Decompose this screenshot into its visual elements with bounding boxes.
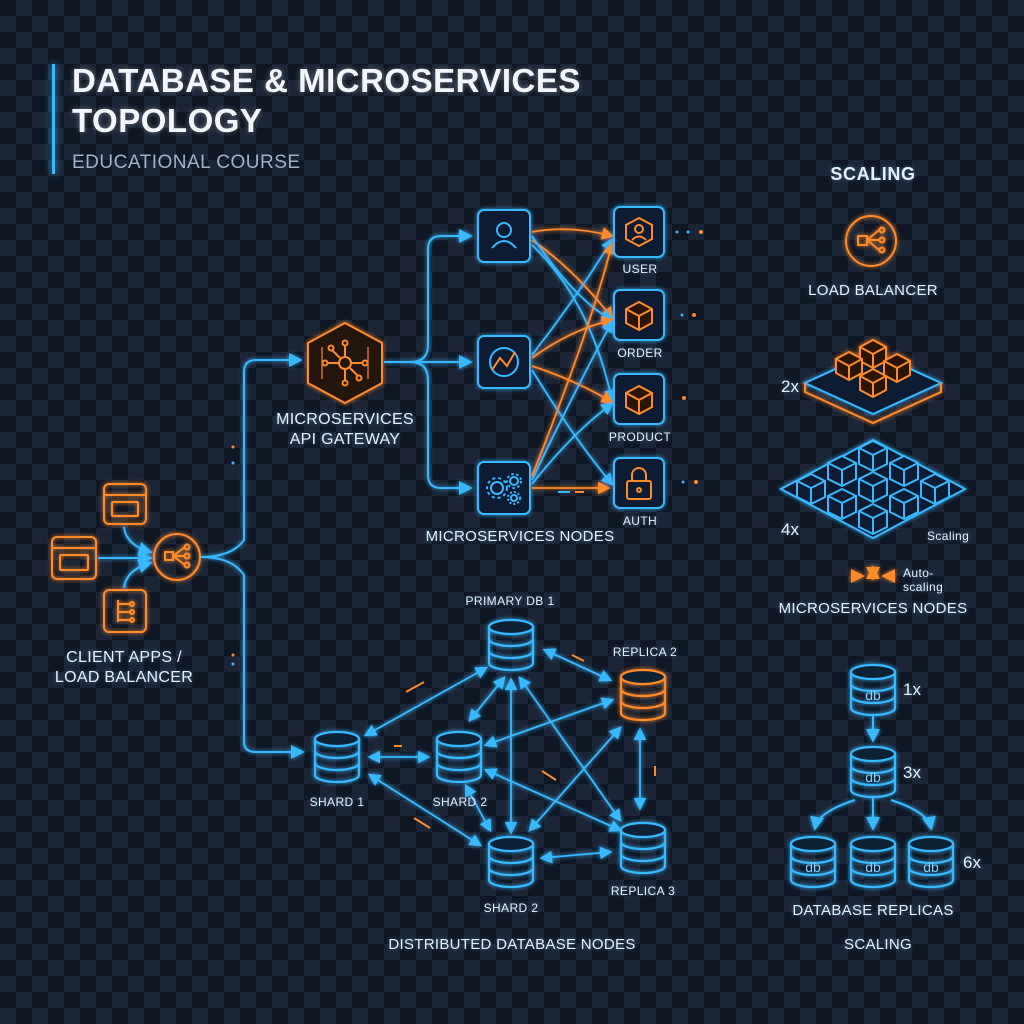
db-connections — [363, 648, 647, 864]
db-text: db — [865, 859, 881, 875]
gateway-label: MICROSERVICES API GATEWAY — [265, 410, 425, 450]
shard-1-label: SHARD 1 — [309, 795, 365, 809]
primary-db-icon — [487, 618, 535, 672]
autoscaling-arrows-icon — [850, 565, 896, 583]
service-label-user: USER — [622, 262, 658, 276]
shard-1-db-icon — [313, 730, 361, 784]
browser-window-icon — [51, 536, 97, 580]
scaling-note: Scaling — [927, 529, 970, 543]
scaling-load-balancer-label: LOAD BALANCER — [808, 282, 938, 299]
scaling-footer-label: SCALING — [844, 936, 912, 953]
autoscaling-label: Auto- scaling — [903, 566, 943, 594]
page-subtitle: EDUCATIONAL COURSE — [72, 152, 301, 173]
replica-2-db-icon — [619, 668, 667, 722]
replica-3-db-icon — [619, 821, 667, 875]
multiplier-1x: 1x — [903, 680, 921, 699]
gears-icon — [477, 461, 531, 515]
page-title-line1: DATABASE & MICROSERVICES — [72, 62, 581, 99]
load-balancer-icon — [153, 533, 201, 581]
scaling-heading: SCALING — [830, 164, 916, 184]
multiplier-6x: 6x — [963, 853, 981, 872]
analytics-icon — [477, 335, 531, 389]
shard-2-bottom-label: SHARD 2 — [483, 901, 539, 915]
client-label-line2: LOAD BALANCER — [54, 669, 194, 686]
dash-decorations — [231, 230, 703, 666]
autoscaling-line1: Auto- — [903, 566, 934, 580]
shard-2-label: SHARD 2 — [432, 795, 488, 809]
autoscaling-line2: scaling — [903, 580, 944, 594]
replica-arrows — [810, 716, 936, 831]
microservices-nodes-label: MICROSERVICES NODES — [425, 528, 615, 545]
order-box-icon — [613, 289, 665, 341]
replica-3-label: REPLICA 3 — [610, 884, 676, 898]
replica-2-label: REPLICA 2 — [612, 645, 678, 659]
db-text: db — [865, 687, 881, 703]
user-service-icon — [613, 206, 665, 258]
database-replicas-label: DATABASE REPLICAS — [792, 902, 954, 919]
service-label-product: PRODUCT — [608, 430, 672, 444]
client-cluster — [51, 483, 201, 633]
gateway-connections — [384, 229, 473, 495]
service-routing-lines — [531, 227, 616, 495]
gateway-label-line2: API GATEWAY — [289, 431, 401, 448]
scaling-lb-icon — [845, 215, 897, 267]
client-label-line1: CLIENT APPS / — [66, 649, 182, 666]
lb-connections — [200, 353, 305, 759]
title-accent-bar — [52, 64, 55, 174]
gateway-hexagon-icon — [307, 321, 383, 405]
product-box-icon — [613, 373, 665, 425]
client-label: CLIENT APPS / LOAD BALANCER — [44, 648, 204, 688]
db-text: db — [805, 859, 821, 875]
service-label-order: ORDER — [617, 346, 663, 360]
cube-grid-4x-icon — [778, 438, 968, 540]
browser-window-icon — [103, 483, 147, 525]
shard-2-db-icon — [435, 730, 483, 784]
db-text: db — [865, 769, 881, 785]
hierarchy-tree-icon — [103, 589, 147, 633]
db-dash-decorations — [394, 491, 656, 829]
multiplier-2x: 2x — [781, 377, 799, 396]
cube-stack-2x-icon — [802, 339, 944, 425]
user-profile-icon — [477, 209, 531, 263]
lock-icon — [613, 457, 665, 509]
multiplier-4x: 4x — [781, 520, 799, 539]
scaling-microservices-nodes-label: MICROSERVICES NODES — [778, 600, 968, 617]
shard-2-bottom-db-icon — [487, 835, 535, 889]
multiplier-3x: 3x — [903, 763, 921, 782]
page-title-line2: TOPOLOGY — [72, 102, 263, 139]
service-label-auth: AUTH — [622, 514, 658, 528]
primary-db-label: PRIMARY DB 1 — [465, 594, 555, 608]
gateway-label-line1: MICROSERVICES — [276, 411, 414, 428]
db-text: db — [923, 859, 939, 875]
database-section-label: DISTRIBUTED DATABASE NODES — [388, 936, 636, 953]
